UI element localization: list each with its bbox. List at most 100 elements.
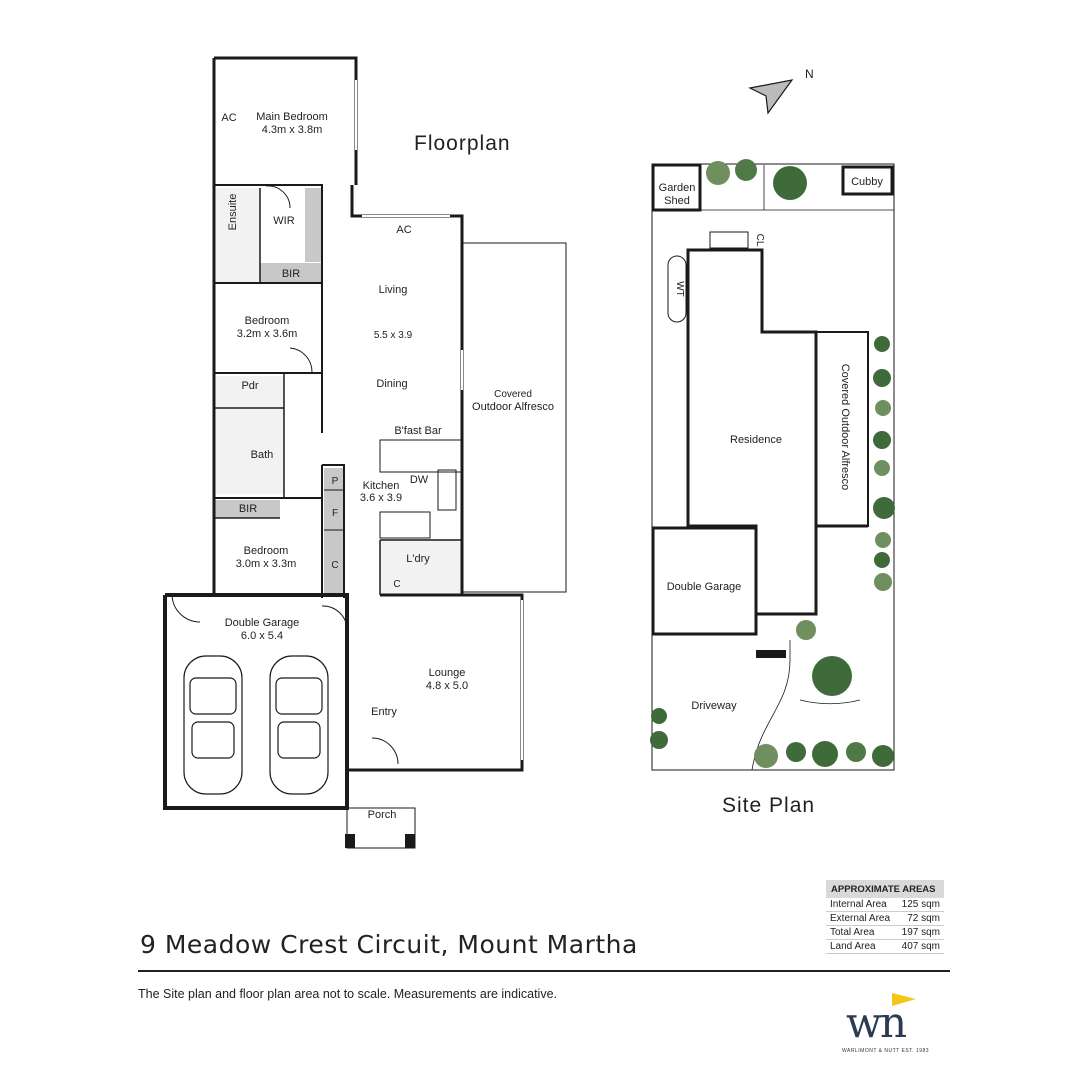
- kitchen-size: 3.6 x 3.9: [360, 492, 402, 504]
- main-bedroom-size: 4.3m x 3.8m: [262, 124, 323, 136]
- bedroom2-name: Bedroom: [245, 315, 290, 327]
- water-tank-label: WT: [674, 281, 685, 297]
- site-plan-heading: Site Plan: [722, 794, 816, 817]
- plant: [650, 731, 668, 749]
- dining-label: Dining: [376, 378, 407, 390]
- table-row: Internal Area 125 sqm: [826, 898, 944, 912]
- bath-label: Bath: [251, 449, 274, 461]
- bir-robe-2: [214, 500, 280, 518]
- clothesline: [709, 231, 749, 249]
- area-label: Total Area: [826, 925, 897, 940]
- main-bedroom-name: Main Bedroom: [256, 111, 328, 123]
- lounge-size: 4.8 x 5.0: [426, 680, 468, 692]
- plant: [873, 369, 891, 387]
- bir-robe-1: [260, 263, 322, 283]
- table-row: External Area 72 sqm: [826, 911, 944, 926]
- wir-label: WIR: [273, 215, 294, 227]
- area-label: Internal Area: [826, 898, 897, 912]
- table-row: Land Area 407 sqm: [826, 939, 944, 954]
- plant: [873, 431, 891, 449]
- kitchen-sink: [437, 469, 457, 511]
- main-bedroom-ac: AC: [221, 112, 236, 124]
- areas-title: APPROXIMATE AREAS: [826, 880, 944, 898]
- plant: [786, 742, 806, 762]
- garage-size: 6.0 x 5.4: [241, 630, 283, 642]
- laundry-label: L'dry: [406, 553, 430, 565]
- garden-shed-line2: Shed: [664, 195, 690, 207]
- plant: [706, 161, 730, 185]
- north-arrow: [748, 79, 794, 115]
- living-ac: AC: [396, 224, 411, 236]
- cubby-outline: [841, 165, 894, 196]
- property-address: 9 Meadow Crest Circuit, Mount Martha: [140, 930, 638, 959]
- plant: [773, 166, 807, 200]
- north-label: N: [805, 67, 814, 81]
- site-plan: [651, 79, 895, 771]
- pantry-label: P: [332, 476, 339, 487]
- kitchen-name: Kitchen: [363, 480, 400, 492]
- pantry-robe: [324, 468, 344, 596]
- garden-shed-line1: Garden: [659, 182, 696, 194]
- living-size: 5.5 x 3.9: [374, 330, 413, 341]
- plant: [735, 159, 757, 181]
- divider: [138, 970, 950, 972]
- ensuite-label: Ensuite: [227, 194, 239, 231]
- floorplan-heading: Floorplan: [414, 132, 511, 155]
- plant: [875, 532, 891, 548]
- plant: [754, 744, 778, 768]
- cupboard-label: C: [331, 560, 338, 571]
- area-value: 125 sqm: [896, 898, 944, 912]
- site-alfresco-label: Covered Outdoor Alfresco: [839, 364, 851, 491]
- plant: [812, 656, 852, 696]
- plant: [846, 742, 866, 762]
- plant: [874, 336, 890, 352]
- breakfast-bar: [379, 439, 463, 473]
- entry-label: Entry: [371, 706, 397, 718]
- area-value: 197 sqm: [896, 925, 944, 940]
- fridge-label: F: [332, 508, 338, 519]
- clothesline-label: CL: [754, 234, 765, 247]
- ensuite-tiles: [216, 188, 260, 283]
- car-left: [183, 655, 243, 795]
- area-value: 72 sqm: [896, 911, 944, 926]
- bedroom3-size: 3.0m x 3.3m: [236, 558, 297, 570]
- bir-label-2: BIR: [239, 503, 257, 515]
- bfast-bar-label: B'fast Bar: [394, 425, 442, 437]
- logo-mark: wn: [846, 998, 907, 1047]
- garden-shed-outline: [651, 163, 702, 212]
- site-plan-labels: N Garden Shed Cubby CL WT Residence Cove…: [659, 67, 884, 712]
- bir-label-1: BIR: [282, 268, 300, 280]
- porch-label: Porch: [368, 809, 397, 821]
- plant: [873, 497, 895, 519]
- laundry-tiles: [380, 540, 462, 594]
- alfresco-line1: Covered: [494, 389, 532, 400]
- laundry-cupboard-label: C: [393, 579, 400, 590]
- area-label: Land Area: [826, 939, 897, 954]
- flag-icon: [892, 993, 916, 1006]
- site-alfresco-outline: [815, 331, 869, 527]
- residence-label: Residence: [730, 434, 782, 446]
- water-tank: [667, 255, 687, 323]
- driveway-label: Driveway: [691, 700, 737, 712]
- site-plants: [650, 159, 895, 768]
- dishwasher-label: DW: [410, 474, 429, 486]
- pdr-label: Pdr: [241, 380, 258, 392]
- table-row: Total Area 197 sqm: [826, 925, 944, 940]
- plant: [651, 708, 667, 724]
- bath-tiles: [216, 376, 284, 494]
- plant: [812, 741, 838, 767]
- garage-name: Double Garage: [225, 617, 300, 629]
- wir-robe: [305, 188, 322, 262]
- plant: [872, 745, 894, 767]
- plant: [874, 460, 890, 476]
- plant: [796, 620, 816, 640]
- plant: [874, 573, 892, 591]
- living-name: Living: [379, 284, 408, 296]
- porch-outline: [346, 807, 416, 849]
- floorplan: [163, 56, 567, 849]
- agency-logo: wn WARLIMONT & NUTT EST. 1983: [842, 990, 932, 1060]
- alfresco-line2: Outdoor Alfresco: [472, 401, 554, 413]
- approximate-areas-table: APPROXIMATE AREAS Internal Area 125 sqm …: [826, 880, 944, 954]
- cooktop: [379, 511, 431, 539]
